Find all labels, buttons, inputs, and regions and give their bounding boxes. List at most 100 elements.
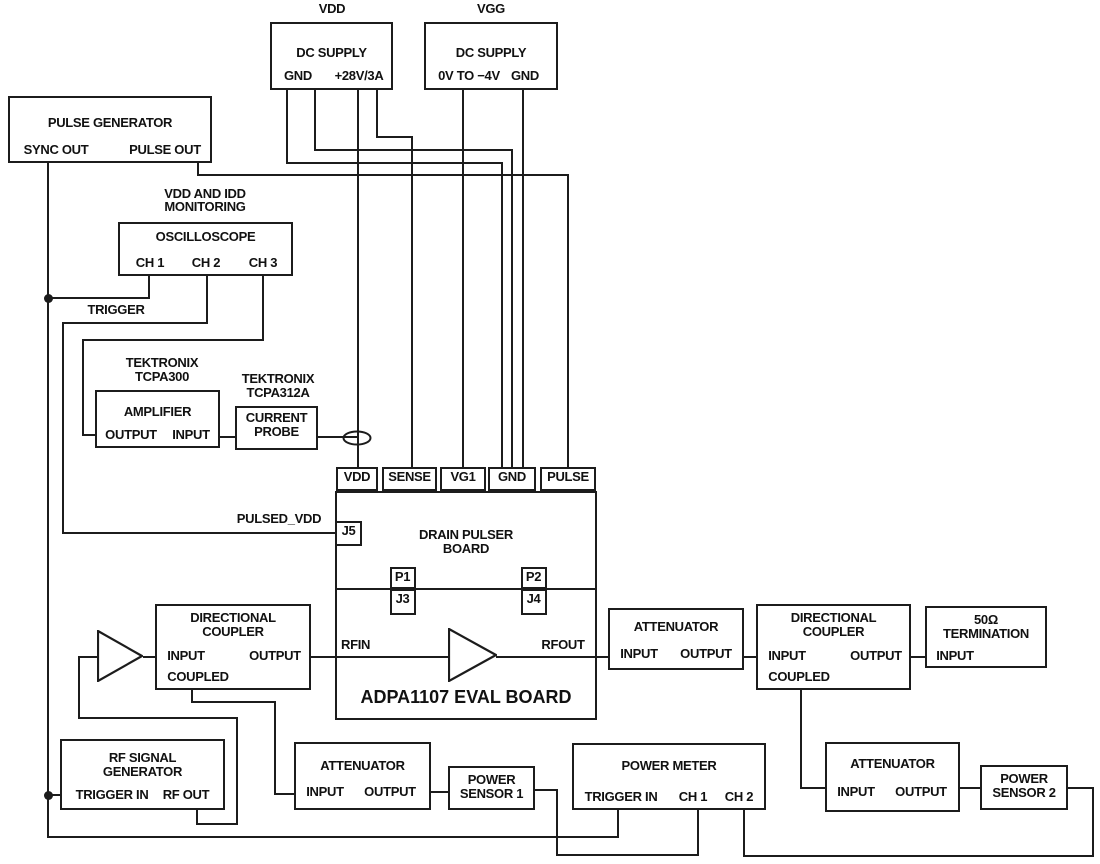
driver-amplifier-symbol [96, 629, 145, 683]
wire-sensor2-drop [1092, 787, 1094, 857]
rf-generator-pin-rf-out: RF OUT [162, 787, 210, 802]
attenuator-bottom-left-box [294, 742, 431, 810]
power-sensor1-box [448, 766, 535, 810]
coupler-left-title-line2: COUPLER [202, 624, 264, 639]
connector-j3-box [390, 589, 416, 615]
wire-coupled1-stub [191, 690, 193, 703]
pulse-generator-box [8, 96, 212, 163]
wire-ch2-drop [206, 275, 208, 324]
terminal-vdd-label: VDD [343, 469, 371, 484]
wire-board-divider [335, 588, 597, 590]
attenuator-bottom-right-box [825, 742, 960, 812]
pulsed-vdd-label: PULSED_VDD [236, 511, 322, 526]
wire-sense-drop [411, 136, 413, 468]
oscilloscope-title: OSCILLOSCOPE [155, 229, 256, 244]
wire-pulsed-vdd-link [62, 532, 337, 534]
wire-amp-probe-link [220, 436, 237, 438]
dc-supply-vdd-box [270, 22, 393, 90]
wire-gnd-drop-a [501, 162, 503, 468]
termination-title-line1: 50Ω [974, 612, 998, 627]
termination-box [925, 606, 1047, 668]
tektronix-tcpa312a-line2: TCPA312A [246, 385, 310, 400]
oscilloscope-pin-ch1: CH 1 [135, 255, 165, 270]
oscilloscope-box [118, 222, 293, 276]
wire-sensor1-right-link [535, 789, 558, 791]
power-meter-pin-ch2: CH 2 [724, 789, 754, 804]
wire-sensor1-drop [556, 790, 558, 856]
terminal-vg1-box [440, 467, 486, 491]
current-probe-box [235, 406, 318, 450]
drain-pulser-title-line2: BOARD [442, 541, 490, 556]
amplifier-pin-input: INPUT [172, 427, 210, 442]
wire-rfout-line [496, 656, 609, 658]
power-sensor2-title-line2: SENSOR 2 [992, 785, 1056, 800]
dc-supply-vdd-pin-28v: +28V/3A [334, 68, 384, 83]
wire-vdd-gnd-b [314, 89, 316, 151]
wire-sense-link [376, 136, 413, 138]
termination-title-line2: TERMINATION [942, 626, 1029, 641]
terminal-sense-label: SENSE [388, 469, 431, 484]
wire-vdd-28v [357, 89, 359, 468]
wire-ch2-sensor2-bus [743, 855, 1094, 857]
wire-sensor2-right-link [1067, 787, 1094, 789]
coupler-left-title-line1: DIRECTIONAL [190, 610, 276, 625]
wire-meter-ch1-drop [697, 810, 699, 856]
rfin-label: RFIN [341, 637, 371, 652]
pulse-generator-pin-sync-out: SYNC OUT [23, 142, 89, 157]
wire-pulse-link [197, 174, 569, 176]
wire-gnd-link-a [286, 162, 503, 164]
rfout-label: RFOUT [541, 637, 585, 652]
junction-sync-ch1 [43, 293, 53, 303]
connector-j5-label: J5 [341, 523, 356, 538]
current-probe-clamp-symbol [342, 430, 372, 446]
power-meter-box [572, 743, 766, 810]
wire-vgg-gnd [522, 89, 524, 468]
attenuator-bottom-left-pin-output: OUTPUT [364, 784, 416, 799]
coupler-left-pin-coupled: COUPLED [167, 669, 229, 684]
power-sensor2-title-line1: POWER [1000, 771, 1048, 786]
terminal-pulse-label: PULSE [547, 469, 589, 484]
wire-meter-trigger-drop [617, 810, 619, 838]
power-sensor1-title-line1: POWER [467, 772, 516, 787]
attenuator-bottom-left-title: ATTENUATOR [320, 758, 405, 773]
terminal-gnd-box [488, 467, 536, 491]
wire-ch2-left-drop [62, 322, 64, 534]
attenuator-bottom-right-pin-input: INPUT [837, 784, 875, 799]
wire-rf-out-stub [196, 810, 198, 825]
vgg-supply-label: VGG [477, 1, 505, 16]
wire-probe-clamp-link [318, 436, 359, 438]
wire-pulse-drop [567, 174, 569, 468]
directional-coupler-right-box [756, 604, 911, 690]
dc-supply-vgg-pin-range: 0V TO −4V [438, 68, 500, 83]
coupler-right-pin-output: OUTPUT [850, 648, 902, 663]
adpa1107-amplifier-symbol [447, 627, 499, 683]
wire-ch2-link [62, 322, 208, 324]
wire-atten-sensor1-link [431, 791, 450, 793]
current-probe-title-line2: PROBE [254, 424, 299, 439]
power-meter-pin-ch1: CH 1 [678, 789, 708, 804]
attenuator-right-title: ATTENUATOR [633, 619, 719, 634]
rf-generator-pin-trigger-in: TRIGGER IN [75, 787, 149, 802]
attenuator-bottom-right-pin-output: OUTPUT [895, 784, 947, 799]
terminal-sense-box [382, 467, 437, 491]
wire-coupler1-board-link [311, 656, 337, 658]
wire-rfin-line [335, 656, 449, 658]
wire-ch1-link [47, 297, 150, 299]
terminal-gnd-label: GND [498, 469, 526, 484]
eval-board-title: ADPA1107 EVAL BOARD [360, 687, 572, 707]
wire-meter-ch2-drop [743, 810, 745, 857]
amplifier-title: AMPLIFIER [123, 404, 192, 419]
rf-generator-title-line2: GENERATOR [102, 764, 183, 779]
wire-preamp-input-drop [78, 657, 80, 719]
rf-signal-generator-box [60, 739, 225, 810]
wire-ch3-link [82, 339, 264, 341]
wire-coupled1-drop [274, 701, 276, 795]
wire-vdd-sense-stub [376, 89, 378, 138]
current-probe-title-line1: CURRENT [245, 410, 308, 425]
connector-j3-label: J3 [395, 591, 410, 606]
monitoring-label-line1: VDD AND IDD [164, 186, 246, 201]
dc-supply-vdd-title: DC SUPPLY [296, 45, 367, 60]
attenuator-right-pin-input: INPUT [620, 646, 658, 661]
trigger-label: TRIGGER [87, 302, 145, 317]
wire-sensor1-ch1-bus [556, 854, 699, 856]
